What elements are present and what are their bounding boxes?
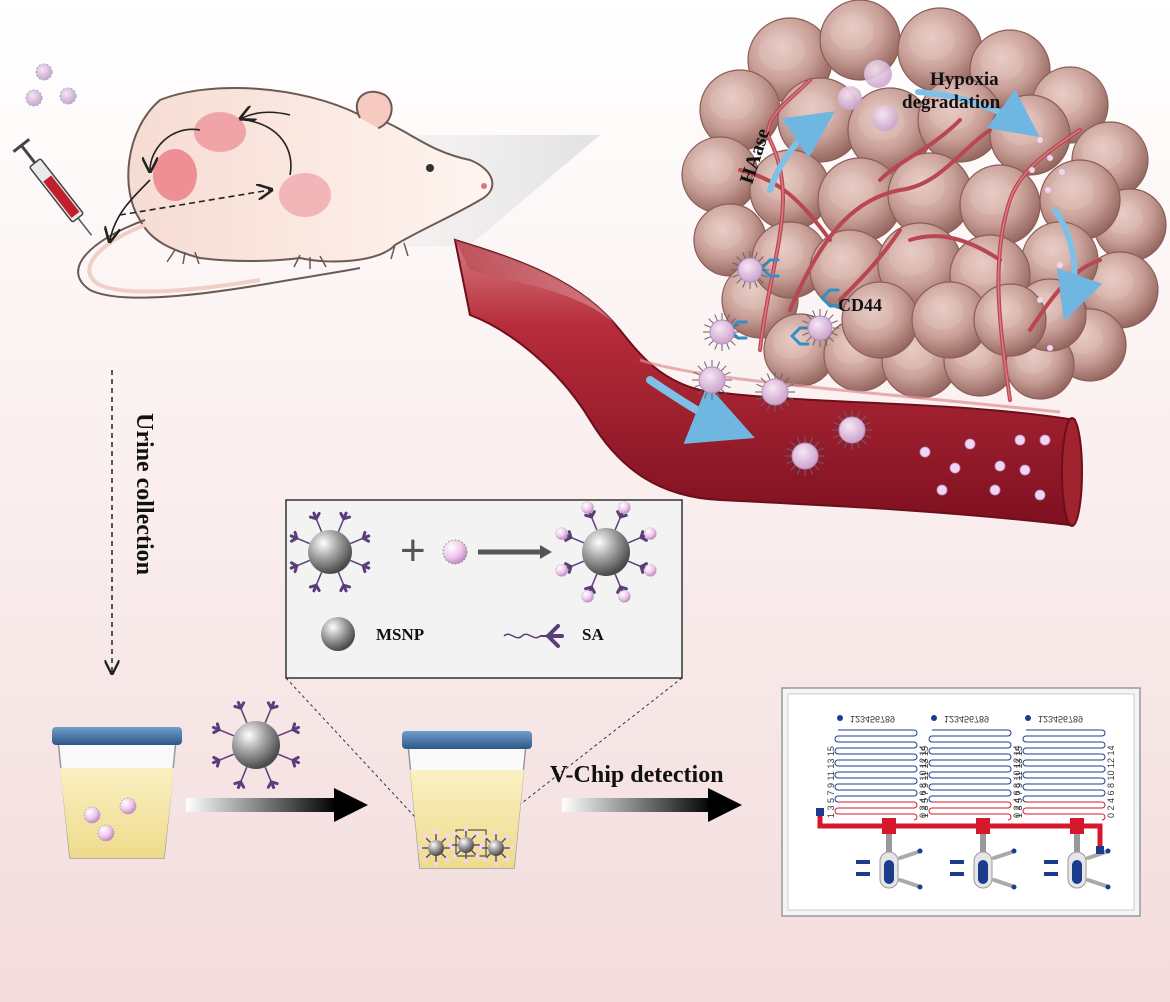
tumor-released-particles (838, 60, 1065, 351)
label-msnp: MSNP (376, 625, 424, 644)
label-hypoxia: Hypoxia (930, 69, 999, 90)
inset-reaction-scheme (289, 501, 657, 651)
svg-text:0 2 4 6 8 10 12 14: 0 2 4 6 8 10 12 14 (1012, 745, 1022, 818)
mouse-illustration (77, 87, 494, 299)
tumor-process-arrows (767, 89, 1103, 322)
label-vchip-detection: V-Chip detection (550, 762, 724, 788)
vessel-nanoparticles (692, 251, 872, 476)
label-cd44: CD44 (838, 295, 882, 315)
injected-nanoparticles (25, 63, 77, 107)
svg-text:123456789: 123456789 (944, 714, 989, 724)
process-arrow-2 (562, 788, 742, 822)
svg-text:1 3 5 7 9 11 13 15: 1 3 5 7 9 11 13 15 (920, 746, 930, 818)
process-arrow-1 (186, 788, 368, 822)
urine-cup-left (52, 727, 182, 859)
svg-text:123456789: 123456789 (1038, 714, 1083, 724)
vessel-small-particles (919, 434, 1051, 501)
svg-text:1 3 5 7 9 11 13 15: 1 3 5 7 9 11 13 15 (826, 746, 836, 818)
svg-text:1 3 5 7 9 11 13 15: 1 3 5 7 9 11 13 15 (1014, 746, 1024, 818)
tumor-cell-cluster (681, 0, 1167, 400)
label-degradation: degradation (902, 92, 1001, 113)
label-urine-collection: Urine collection (131, 413, 157, 575)
svg-text:0 2 4 6 8 10 12 14: 0 2 4 6 8 10 12 14 (1106, 745, 1116, 818)
plus-sign: + (400, 526, 426, 575)
syringe-icon (12, 138, 93, 236)
msnp-sa-probe (212, 701, 300, 789)
captured-msnp-aggregates (417, 826, 515, 867)
label-sa: SA (582, 625, 604, 644)
svg-text:123456789: 123456789 (850, 714, 895, 724)
svg-text:0 2 4 6 8 10 12 14: 0 2 4 6 8 10 12 14 (918, 745, 928, 818)
